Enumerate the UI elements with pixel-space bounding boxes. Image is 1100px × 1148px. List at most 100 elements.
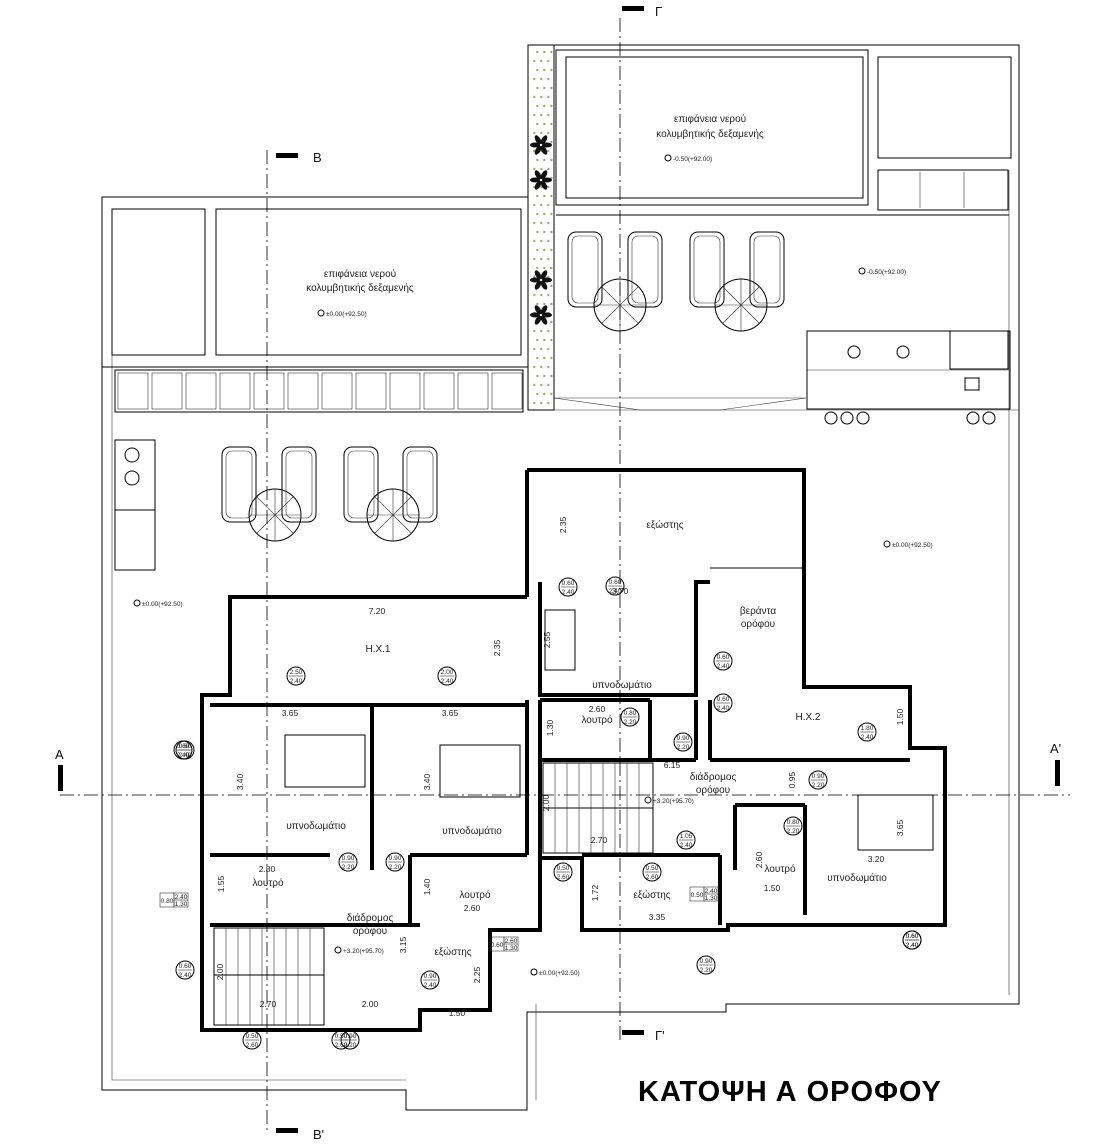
svg-text:2.40: 2.40 xyxy=(562,589,575,596)
level-marker-icon xyxy=(317,309,325,317)
svg-text:2.40: 2.40 xyxy=(441,678,454,685)
svg-text:0.60: 0.60 xyxy=(717,654,730,661)
dim-corr-left-width: 2.00 xyxy=(362,999,379,1009)
room-label-veranda-2: ορόφου xyxy=(741,618,775,630)
room-label-hx2: Η.Χ.2 xyxy=(795,712,820,723)
svg-text:2.20: 2.20 xyxy=(624,719,637,726)
svg-text:2.20: 2.20 xyxy=(389,864,402,871)
section-g-label: Γ xyxy=(655,4,662,19)
sun-loungers xyxy=(221,231,785,542)
dim-exostis-bottom-width: 3.35 xyxy=(649,912,666,922)
level-ground-left: ±0.00(+92.50) xyxy=(142,601,183,608)
room-label-bedroom-mid: υπνοδωμάτιο xyxy=(442,825,502,837)
dim-bath-left-depth: 1.55 xyxy=(216,875,226,892)
svg-text:2.60: 2.60 xyxy=(335,1042,348,1049)
level-marker-icon xyxy=(664,154,672,162)
svg-text:0.90: 0.90 xyxy=(812,773,825,780)
opening-tag-w12: 0.902.20 xyxy=(808,770,828,790)
svg-text:2.20: 2.20 xyxy=(342,864,355,871)
level-floor-right: +3.20(+95.70) xyxy=(653,798,694,805)
svg-text:0.60: 0.60 xyxy=(562,580,575,587)
opening-tag-w15: 0.50 2.60 xyxy=(553,862,573,882)
svg-text:0.60: 0.60 xyxy=(906,933,919,940)
svg-text:0.60: 0.60 xyxy=(177,743,190,750)
pool-upper-level: -0.50(+92.00) xyxy=(673,156,712,163)
beds xyxy=(284,609,934,851)
svg-text:0.60: 0.60 xyxy=(491,942,504,949)
section-a-prime-label: A' xyxy=(1050,741,1061,756)
room-label-exostis-left: εξώστης xyxy=(434,946,471,958)
opening-tag-w23: 0.502.60 xyxy=(331,1030,351,1050)
svg-text:0.50: 0.50 xyxy=(246,1033,259,1040)
opening-tag-w14: 1.052.40 xyxy=(676,830,696,850)
svg-text:2.00: 2.00 xyxy=(441,669,454,676)
svg-text:2.20: 2.20 xyxy=(700,967,713,974)
svg-text:0.90: 0.90 xyxy=(342,855,355,862)
opening-tag-w17: 0.902.20 xyxy=(696,955,716,975)
rect-tags: 0.80 2.401.30 0.602.601.30 0.502.401.30 xyxy=(159,886,719,952)
svg-text:0.60: 0.60 xyxy=(179,743,192,750)
dim-bath-mid-width: 2.60 xyxy=(464,903,481,913)
svg-text:2.40: 2.40 xyxy=(177,752,190,759)
dim-exostis-depth: 2.35 xyxy=(558,516,568,533)
opening-tags: 2.502.402.002.400.602.400.602.400.602.40… xyxy=(173,576,922,1050)
dim-bed-left-depth: 3.40 xyxy=(235,773,245,790)
svg-text:2.40: 2.40 xyxy=(680,842,693,849)
svg-text:1.30: 1.30 xyxy=(705,895,718,902)
svg-text:2.20: 2.20 xyxy=(787,828,800,835)
dim-stair-left-width: 2.70 xyxy=(260,999,277,1009)
planter-strip xyxy=(527,44,555,411)
rect-tag-r2: 0.602.601.30 xyxy=(489,936,519,952)
svg-text:2.40: 2.40 xyxy=(717,663,730,670)
level-pool-deck-right: -0.50(+92.00) xyxy=(867,269,906,276)
level-ground-right: ±0.00(+92.50) xyxy=(892,542,933,549)
svg-text:2.60: 2.60 xyxy=(646,874,659,881)
outdoor-kitchen xyxy=(114,330,1011,571)
dim-exostis-left-width: 1.50 xyxy=(449,1008,466,1018)
dim-bed-right-width: 3.20 xyxy=(868,854,885,864)
svg-text:0.80: 0.80 xyxy=(624,710,637,717)
svg-text:2.60: 2.60 xyxy=(557,874,570,881)
opening-tag-w22: 0.502.60 xyxy=(242,1030,262,1050)
pool-upper-label-1: επιφάνεια νερού xyxy=(674,113,746,125)
building-walls xyxy=(200,468,947,1032)
svg-text:2.20: 2.20 xyxy=(344,1042,357,1049)
rect-tag-r3: 0.502.401.30 xyxy=(689,886,719,902)
room-label-corridor-left-1: διάδρομος xyxy=(347,912,394,924)
opening-tag-w7: 0.80 2.20 xyxy=(620,707,640,727)
section-b-label: B xyxy=(313,150,322,165)
room-label-hx1: Η.Χ.1 xyxy=(365,644,390,655)
pool-upper: επιφάνεια νερού κολυμβητικής δεξαμενής -… xyxy=(555,49,1012,216)
svg-text:2.40: 2.40 xyxy=(705,888,718,895)
opening-tag-w13: 0.80 2.20 xyxy=(783,816,803,836)
svg-text:2.40: 2.40 xyxy=(179,752,192,759)
drawing-title: ΚΑΤΟΨΗ Α ΟΡΟΦΟΥ xyxy=(638,1076,942,1108)
dim-hx1-depth: 2.35 xyxy=(492,639,502,656)
opening-tag-w10: 0.902.20 xyxy=(673,732,693,752)
pool-lower-label-2: κολυμβητικής δεξαμενής xyxy=(306,282,414,294)
dim-bath-right-width: 1.50 xyxy=(764,883,781,893)
svg-text:2.40: 2.40 xyxy=(179,972,192,979)
svg-text:0.50: 0.50 xyxy=(557,865,570,872)
dim-stair-right-depth: 2.00 xyxy=(541,794,551,811)
svg-text:2.40: 2.40 xyxy=(861,734,874,741)
svg-text:0.80: 0.80 xyxy=(787,819,800,826)
opening-tag-w16: 0.502.60 xyxy=(642,862,662,882)
svg-text:0.90: 0.90 xyxy=(424,973,437,980)
opening-tag-w4: 0.60 2.40 xyxy=(713,651,733,671)
opening-tag-w5: 0.602.40 xyxy=(713,693,733,713)
dim-bed-mid-width: 3.65 xyxy=(442,708,459,718)
dimension-labels: 7.20 2.35 2.35 3.70 2.55 3.65 3.65 3.40 … xyxy=(215,516,905,1018)
svg-text:2.40: 2.40 xyxy=(906,942,919,949)
svg-text:0.80: 0.80 xyxy=(161,898,174,905)
dim-stair-right-width: 2.70 xyxy=(591,835,608,845)
pool-lower: επιφάνεια νερού κολυμβητικής δεξαμενής ±… xyxy=(111,208,522,356)
dim-exostis-bottom-depth: 1.72 xyxy=(590,884,600,901)
svg-text:0.90: 0.90 xyxy=(389,855,402,862)
opening-tag-w20: 0.602.40 xyxy=(175,960,195,980)
room-labels: εξώστης βεράντα ορόφου Η.Χ.1 Η.Χ.2 υπνοδ… xyxy=(252,519,887,958)
pool-lower-level: ±0.00(+92.50) xyxy=(326,311,367,318)
room-label-bath-top: λουτρό xyxy=(581,714,613,726)
room-label-bath-mid: λουτρό xyxy=(459,889,491,901)
svg-text:0.60: 0.60 xyxy=(609,579,622,586)
